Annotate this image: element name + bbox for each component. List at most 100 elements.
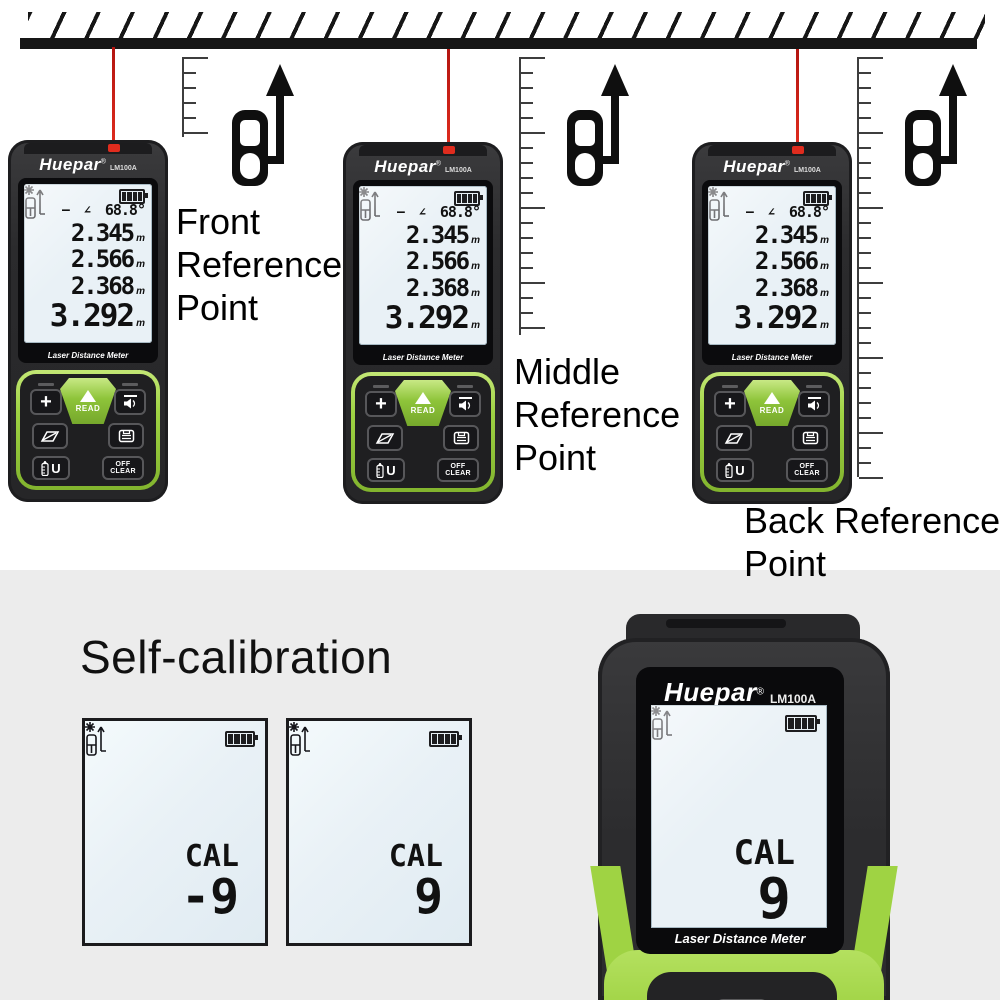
ruler-tick [184,57,208,59]
cal-label: CAL [733,833,795,873]
meter-raise-icon [905,64,967,186]
ruler-line [519,57,521,335]
lcd-sheen [24,184,152,343]
ruler-tick [859,147,871,149]
ruler-tick [859,102,871,104]
cal-value: 9 [414,869,443,925]
meter-head [24,143,152,154]
ruler-tick [521,72,533,74]
laser-beam [112,47,115,147]
angle-icon: ∠ [418,205,426,219]
ruler-tick [859,417,871,419]
lcd-sheen [651,705,827,928]
ruler-tick [859,57,883,59]
ruler-tick [521,312,533,314]
up-triangle-icon [764,391,780,404]
screen-bezel: Huepar® LM100A CAL 9 Laser Distance Mete… [636,667,844,954]
area-button [716,425,752,451]
up-triangle-icon [415,391,431,404]
ruler-tick [521,162,533,164]
indicator-line [806,385,822,388]
laser-aperture [443,146,455,154]
ruler-tick [859,447,871,449]
lcd-screen: CAL 9 [651,705,827,928]
measurement-ruler-middle [519,57,549,335]
registered-mark: ® [756,686,764,698]
laser-reference-icon [289,722,310,756]
speaker-button [798,391,830,417]
ruler-tick [859,72,871,74]
ruler-tick [521,282,545,284]
area-button [367,425,403,451]
brand-logo: Huepar [723,157,785,176]
brand-row: Huepar®LM100A [8,155,168,175]
read-button: READ [60,378,116,424]
ruler-icon [376,462,384,478]
laser-beam [796,49,799,149]
angle-readout: — ∠ 68.8° [397,203,481,221]
minus-line-icon [123,395,137,397]
ruler-tick [521,207,545,209]
brand-logo: Huepar [39,155,101,174]
cal-label: CAL [388,839,443,874]
ruler-tick [184,87,196,89]
angle-icon: ∠ [83,203,91,217]
save-button [443,425,479,451]
area-button [32,423,68,449]
angle-icon: ∠ [767,205,775,219]
calibration-meter: Huepar® LM100A CAL 9 Laser Distance Mete… [590,614,898,1000]
brand-row: Huepar®LM100A [692,157,852,177]
ruler-tick [859,477,883,479]
plus-button: + [714,391,746,417]
brand-logo: Huepar [664,677,757,707]
off-clear-button: OFF CLEAR [102,456,144,480]
battery-icon [119,189,148,204]
brand-logo: Huepar [374,157,436,176]
registered-mark: ® [100,158,106,166]
speaker-button [114,389,146,415]
ruler-tick [859,387,871,389]
front-reference-label: Front Reference Point [176,201,343,328]
ceiling-bar [20,38,977,49]
screen-caption: Laser Distance Meter [731,353,813,362]
ruler-tick [859,297,871,299]
save-icon [453,431,469,445]
speaker-icon [458,400,470,411]
minus-line-icon [807,397,821,399]
cal-label: CAL [184,839,239,874]
lcd-sheen [359,186,487,345]
lcd-sheen [708,186,836,345]
laser-reference-icon [85,722,106,756]
cal-value: -9 [181,869,239,925]
meter-head [708,145,836,156]
raise-icon-back [903,58,967,186]
ruler-tick [859,462,871,464]
angle-readout: — ∠ 68.8° [62,201,146,219]
brand-row: Huepar® LM100A [636,677,844,708]
off-clear-button: OFF CLEAR [786,458,828,482]
ruler-tick [859,222,871,224]
middle-reference-label: Middle Reference Point [514,351,681,478]
ruler-tick [859,327,871,329]
off-clear-button: OFF CLEAR [437,458,479,482]
ruler-tick [859,342,871,344]
ruler-tick [521,117,533,119]
battery-icon [785,715,820,732]
ruler-tick [859,312,871,314]
keypad: + READ [20,374,156,486]
area-icon [40,431,60,442]
